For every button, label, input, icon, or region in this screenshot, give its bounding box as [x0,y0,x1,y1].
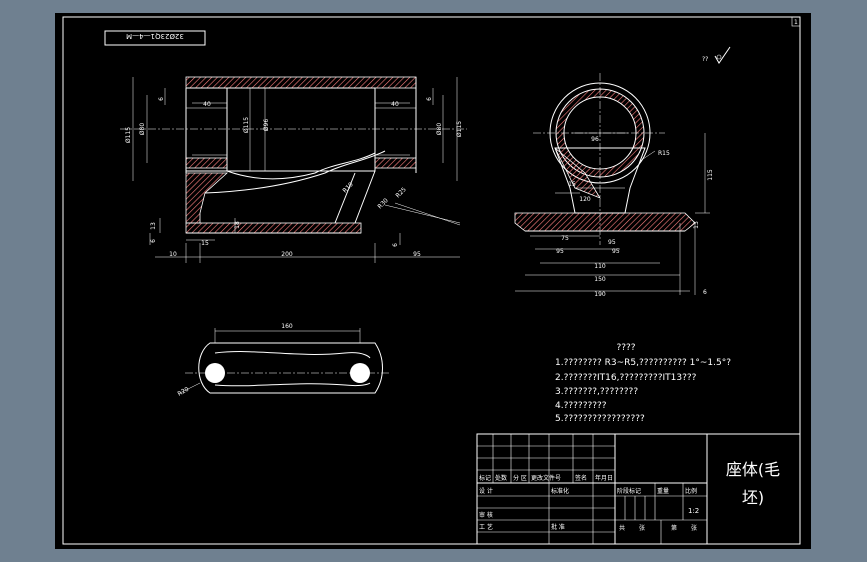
title-block: 标记 处数 分 区 更改文件号 签名 年月日 设 计 标准化 阶段标记 重量 比… [476,433,801,545]
tb-standardization: 标准化 [551,487,569,495]
dim-r30: R30 [376,197,389,210]
dim-d115: Ø115 [125,127,132,143]
side-dim-15: 15 [568,181,576,188]
surface-finish-text: ?? [702,56,708,63]
tb-sheets: 张 [639,524,645,532]
dim-15: 15 [201,240,209,247]
dim-95: 95 [413,251,421,258]
part-name-line1: 座体(毛 [726,460,780,479]
sheet-border [62,16,801,545]
side-dim-r15: R15 [658,150,670,157]
side-dim-95-inner: 95 [608,239,616,246]
notes-heading: ???? [616,343,635,353]
tb-stage-mark: 阶段标记 [617,487,641,495]
tb-date: 年月日 [595,474,613,482]
note-3: 3.???????,???????? [555,387,638,397]
plan-dim-r20: R20 [177,386,191,398]
note-1: 1.???????? R3~R5,?????????? 1°~1.5°? [555,358,731,368]
note-4: 4.????????? [555,401,607,411]
tb-approve: 批 准 [551,523,565,531]
dim-6-base: 6 [150,239,157,243]
dim-13: 13 [150,222,157,230]
dim-40-left: 40 [203,101,211,108]
tb-total: 共 [619,524,625,532]
sheet-number: 1 [794,19,798,26]
side-dim-115: 115 [707,169,714,181]
dim-200: 200 [281,251,293,258]
note-2: 2.???????IT16,?????????IT13??? [555,373,697,383]
dim-r10: R10 [341,181,354,194]
side-dim-110: 110 [594,263,606,270]
note-5: 5.????????????????? [555,414,645,424]
technical-notes: ???? 1.???????? R3~R5,?????????? 1°~1.5°… [555,343,731,424]
cad-drawing: 1 32Ø23Q1—4—M ?? [62,16,801,545]
tb-checker: 审 核 [479,511,493,519]
dim-d115-bore: Ø115 [243,117,250,133]
surface-finish-symbol: ?? [702,46,731,64]
dim-6-left: 6 [158,97,165,101]
side-dim-96: 96 [591,136,599,143]
tb-count: 处数 [495,474,507,482]
dim-d96: Ø96 [263,119,270,132]
dim-d115-right: Ø115 [456,121,463,137]
side-dim-120: 120 [579,196,591,203]
plan-view: 160 R20 [177,323,390,398]
tb-process: 工 艺 [479,523,493,531]
side-dim-190: 190 [594,291,606,298]
drawing-number-box: 32Ø23Q1—4—M [104,30,206,46]
dim-40-right: 40 [391,101,399,108]
dim-6-right: 6 [426,97,433,101]
tb-sheet-unit: 张 [691,524,697,532]
tb-sign: 签名 [575,474,587,482]
dim-d80: Ø80 [139,123,146,136]
dim-18: 18 [234,221,241,229]
part-name-line2: 坯) [742,488,764,507]
dim-10: 10 [169,251,177,258]
side-dim-95-left: 95 [556,248,564,255]
tb-weight: 重量 [657,487,669,495]
tb-change-doc: 更改文件号 [531,474,561,482]
dim-d80-right: Ø80 [436,123,443,136]
drawing-number: 32Ø23Q1—4—M [126,32,184,40]
side-dim-13: 13 [693,221,700,229]
dim-r25: R25 [394,186,407,199]
tb-sheet-no: 第 [671,524,677,532]
side-dim-150: 150 [594,276,606,283]
tb-scale: 1:2 [688,507,699,515]
dim-6-mid: 6 [392,243,399,247]
side-view: 96 R15 15 120 115 75 95 95 95 110 150 19… [514,73,714,298]
sheet-number-box [791,16,801,27]
tb-designer: 设 计 [479,487,493,495]
front-view: Ø115 Ø80 6 40 Ø115 Ø96 40 6 Ø80 Ø115 R10… [120,76,467,263]
tb-scale-label: 比例 [685,487,697,495]
tb-zone: 分 区 [513,474,527,482]
tb-mark: 标记 [479,474,491,482]
side-dim-75: 75 [561,235,569,242]
drawing-sheet: 1 32Ø23Q1—4—M ?? [55,13,811,549]
side-dim-6: 6 [703,289,707,296]
side-dim-95-right: 95 [612,248,620,255]
plan-dim-160: 160 [281,323,293,330]
